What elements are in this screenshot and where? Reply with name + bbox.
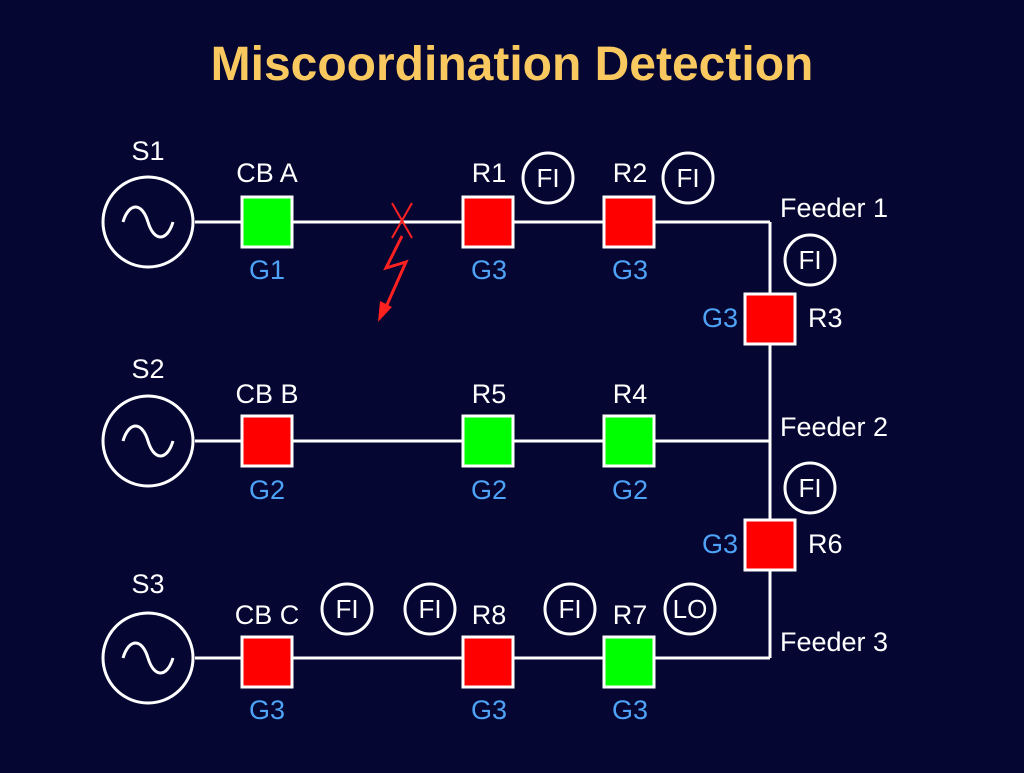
breaker-label: R8 xyxy=(472,600,507,630)
group-label: G3 xyxy=(471,255,507,285)
arrow-head-icon xyxy=(378,301,392,322)
indicator-label: LO xyxy=(673,594,708,624)
group-label: G3 xyxy=(612,695,648,725)
group-label: G2 xyxy=(471,475,507,505)
breaker-label: R3 xyxy=(808,303,843,333)
ac-source-icon xyxy=(101,175,195,269)
breaker-box[interactable] xyxy=(240,414,294,468)
feeder-label: Feeder 3 xyxy=(780,627,888,657)
group-label: G2 xyxy=(249,475,285,505)
sine-wave-icon xyxy=(121,424,175,458)
breaker-box[interactable] xyxy=(602,195,656,249)
indicator-label: FI xyxy=(418,594,441,624)
group-label: G3 xyxy=(249,695,285,725)
fault-cross-icon xyxy=(391,202,413,239)
breaker-box[interactable] xyxy=(602,635,656,689)
breaker-cb-b[interactable]: CB B G2 xyxy=(235,379,298,505)
breaker-label: R5 xyxy=(472,379,507,409)
breaker-label: R4 xyxy=(613,379,648,409)
breaker-box[interactable] xyxy=(602,414,656,468)
sine-wave-icon xyxy=(121,205,175,239)
ac-source-icon xyxy=(101,394,195,488)
indicator-label: FI xyxy=(798,245,821,275)
breaker-label: CB A xyxy=(236,158,298,188)
breaker-box[interactable] xyxy=(461,195,515,249)
breaker-label: R1 xyxy=(472,158,507,188)
indicator-label: FI xyxy=(536,163,559,193)
source-s3: S3 xyxy=(101,569,195,705)
indicator-circle-icon xyxy=(543,582,597,636)
indicator-label: FI xyxy=(798,473,821,503)
breaker-box[interactable] xyxy=(461,414,515,468)
fault-indicator-r1: FI xyxy=(521,151,575,205)
breaker-box[interactable] xyxy=(743,518,797,572)
breaker-r1[interactable]: R1 G3 xyxy=(461,158,515,285)
indicator-label: FI xyxy=(335,594,358,624)
breaker-r6[interactable]: R6 G3 xyxy=(702,518,843,572)
group-label: G3 xyxy=(471,695,507,725)
indicator-circle-icon xyxy=(663,582,717,636)
feeder-label: Feeder 2 xyxy=(780,412,888,442)
fault-indicator-r3: FI xyxy=(783,233,837,287)
breaker-box[interactable] xyxy=(240,635,294,689)
fault-indicator-r6: FI xyxy=(783,461,837,515)
breaker-label: R6 xyxy=(808,529,843,559)
breaker-box[interactable] xyxy=(240,195,294,249)
breaker-r2[interactable]: R2 G3 xyxy=(602,158,656,285)
group-label: G3 xyxy=(702,529,738,559)
breaker-box[interactable] xyxy=(461,635,515,689)
breaker-label: CB B xyxy=(235,379,298,409)
source-s1: S1 xyxy=(101,136,195,269)
fault-indicator-line-3: FI xyxy=(403,582,457,636)
source-label: S1 xyxy=(131,136,164,166)
source-label: S2 xyxy=(131,354,164,384)
fault-indicator-r8: FI xyxy=(543,582,597,636)
fault-indicator-r2: FI xyxy=(661,151,715,205)
breaker-r5[interactable]: R5 G2 xyxy=(461,379,515,505)
breaker-cb-a[interactable]: CB A G1 xyxy=(236,158,298,285)
fault-marker xyxy=(378,202,413,322)
indicator-circle-icon xyxy=(521,151,575,205)
group-label: G3 xyxy=(702,303,738,333)
fault-indicator-cb-c: FI xyxy=(320,582,374,636)
indicator-circle-icon xyxy=(403,582,457,636)
breaker-r7[interactable]: R7 G3 xyxy=(602,600,656,725)
page-title: Miscoordination Detection xyxy=(211,38,814,91)
breaker-label: R7 xyxy=(613,600,648,630)
breaker-box[interactable] xyxy=(743,292,797,346)
sine-wave-icon xyxy=(121,641,175,675)
ac-source-icon xyxy=(101,611,195,705)
group-label: G1 xyxy=(249,255,285,285)
source-label: S3 xyxy=(131,569,164,599)
indicator-circle-icon xyxy=(320,582,374,636)
breaker-r3[interactable]: R3 G3 xyxy=(702,292,843,346)
indicator-circle-icon xyxy=(661,151,715,205)
lockout-indicator-r7: LO xyxy=(663,582,717,636)
lightning-bolt-icon xyxy=(380,235,409,317)
indicator-circle-icon xyxy=(783,233,837,287)
indicator-label: FI xyxy=(676,163,699,193)
breaker-cb-c[interactable]: CB C G3 xyxy=(235,600,300,725)
breaker-label: CB C xyxy=(235,600,300,630)
feeder-label: Feeder 1 xyxy=(780,193,888,223)
indicator-circle-icon xyxy=(783,461,837,515)
source-s2: S2 xyxy=(101,354,195,488)
breaker-r4[interactable]: R4 G2 xyxy=(602,379,656,505)
breaker-label: R2 xyxy=(613,158,648,188)
indicator-label: FI xyxy=(558,594,581,624)
group-label: G2 xyxy=(612,475,648,505)
group-label: G3 xyxy=(612,255,648,285)
breaker-r8[interactable]: R8 G3 xyxy=(461,600,515,725)
